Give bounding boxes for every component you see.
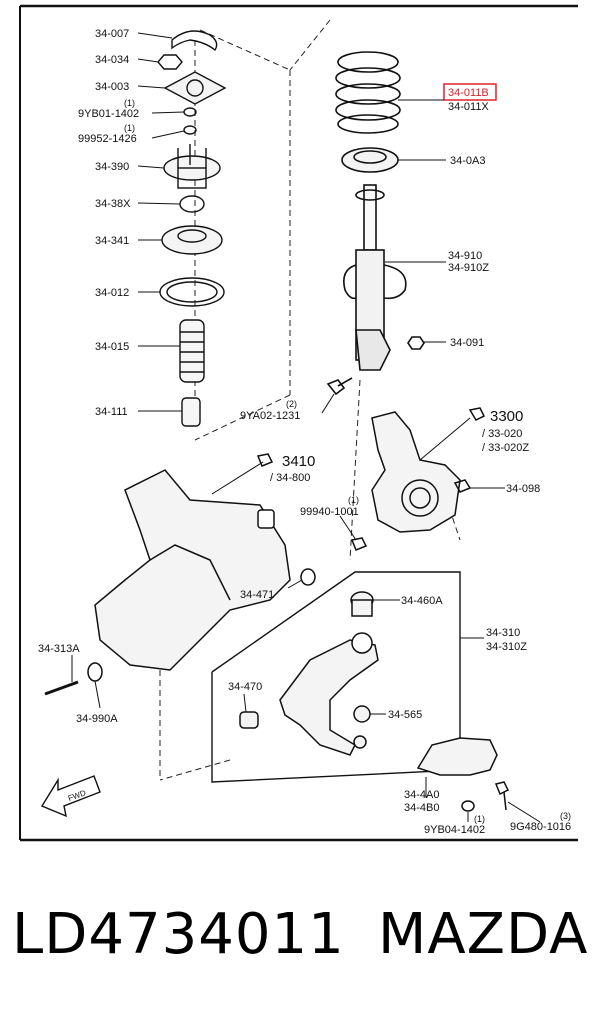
label-34-38x: 34-38X xyxy=(95,198,131,210)
label-34-003: 34-003 xyxy=(95,81,129,93)
label-34-990a: 34-990A xyxy=(76,713,118,725)
spring-coil-2 xyxy=(335,67,401,89)
mount-34-390-body xyxy=(177,167,207,189)
spring-coil-4 xyxy=(335,99,401,121)
washer-9yb04-shape xyxy=(461,800,475,812)
bolt-9ya02-shape xyxy=(326,379,346,396)
label-34-011b: 34-011B xyxy=(448,87,489,99)
label-33-020z: / 33-020Z xyxy=(482,442,529,454)
label-34-341: 34-341 xyxy=(95,235,129,247)
label-34-111: 34-111 xyxy=(95,406,128,418)
label-9ya02-1231: 9YA02-1231 xyxy=(240,410,300,422)
nut-34-091-shape xyxy=(407,336,425,350)
arrow-3300-icon xyxy=(468,407,486,421)
label-34-313a: 34-313A xyxy=(38,643,80,655)
strut-bracket xyxy=(355,329,391,371)
nut-99940-shape xyxy=(350,537,368,551)
washer-99952-shape xyxy=(183,125,197,135)
label-34-470: 34-470 xyxy=(228,681,262,693)
label-qty-1b: (1) xyxy=(124,123,135,133)
label-34-007: 34-007 xyxy=(95,28,129,40)
bolt-9g480-shape xyxy=(494,781,510,796)
label-qty-3: (3) xyxy=(560,811,571,821)
spring-strut-assembly xyxy=(326,51,425,396)
label-qty-1c: (1) xyxy=(348,495,359,505)
leaders-lower-arm xyxy=(243,599,484,715)
label-9yb01-1402: 9YB01-1402 xyxy=(78,108,139,120)
nut-34-034-shape xyxy=(157,54,183,70)
label-34-910: 34-910 xyxy=(448,250,482,262)
bushing-34-470-shape xyxy=(239,711,259,729)
strut-rod xyxy=(363,184,377,251)
label-3300: 3300 xyxy=(490,408,523,425)
knuckle-shape xyxy=(371,411,461,533)
label-34-098: 34-098 xyxy=(506,483,540,495)
highlight-34-011b xyxy=(443,83,497,101)
label-34-015: 34-015 xyxy=(95,341,129,353)
knuckle-assembly xyxy=(350,407,486,551)
label-34-012: 34-012 xyxy=(95,287,129,299)
subframe-bushing xyxy=(257,509,275,529)
label-99940-1001: 99940-1001 xyxy=(300,506,359,518)
plate-34-003-shape xyxy=(163,71,227,105)
arrow-3410-icon xyxy=(256,453,274,467)
label-34-4a0: 34-4A0 xyxy=(404,789,439,801)
label-3410: 3410 xyxy=(282,453,315,470)
label-34-011x: 34-011X xyxy=(448,101,489,113)
brand-name: MAZDA xyxy=(378,902,589,967)
label-34-4b0: 34-4B0 xyxy=(404,802,439,814)
label-34-091: 34-091 xyxy=(450,337,484,349)
bushing-34-565-shape xyxy=(353,705,371,723)
bearing-34-38x-shape xyxy=(179,195,205,213)
parts-diagram: 34-007 34-034 34-003 (1) 9YB01-1402 (1) … xyxy=(19,4,578,842)
part-number: LD4734011 xyxy=(12,902,345,967)
label-qty-1d: (1) xyxy=(474,814,485,824)
label-qty-1a: (1) xyxy=(124,98,135,108)
leaders-left xyxy=(137,32,185,412)
leaders-bracket xyxy=(425,777,541,823)
label-qty-2: (2) xyxy=(286,399,297,409)
washer-9yb01-shape xyxy=(183,107,197,117)
bumpstop-34-111-shape xyxy=(181,397,201,427)
balljoint xyxy=(353,735,367,749)
subframe-shape xyxy=(94,469,291,671)
leaders-knuckle xyxy=(339,417,505,541)
leaders-right-top xyxy=(321,99,446,414)
label-9g480-1016: 9G480-1016 xyxy=(510,821,571,833)
bushing-34-990a-shape xyxy=(87,662,103,682)
bracket-34-4a0-assembly xyxy=(416,737,510,812)
subframe-assembly xyxy=(44,453,316,696)
bracket-shape xyxy=(416,737,498,776)
label-34-471: 34-471 xyxy=(240,589,274,601)
spring-coil-3 xyxy=(335,83,401,105)
label-34-310: 34-310 xyxy=(486,627,520,639)
lower-arm-frame xyxy=(211,571,461,783)
plate-34-003-hole xyxy=(186,79,204,97)
label-34-565: 34-565 xyxy=(388,709,422,721)
bushing-34-471-shape xyxy=(300,568,316,586)
label-34-910z: 34-910Z xyxy=(448,262,489,274)
label-34-310z: 34-310Z xyxy=(486,641,527,653)
label-9yb04-1402: 9YB04-1402 xyxy=(424,824,485,836)
label-34-800: / 34-800 xyxy=(270,472,310,484)
label-33-020: / 33-020 xyxy=(482,428,522,440)
spring-coil-5 xyxy=(337,114,399,134)
spring-coil-1 xyxy=(337,51,399,73)
boot-34-015-shape xyxy=(179,319,205,383)
label-34-390: 34-390 xyxy=(95,161,129,173)
clip-34-007-shape xyxy=(171,30,218,52)
lower-arm-assembly xyxy=(239,591,379,756)
label-34-034: 34-034 xyxy=(95,54,129,66)
label-34-0a3: 34-0A3 xyxy=(450,155,485,167)
footer: LD4734011 MAZDA xyxy=(0,880,600,990)
upper-mount-stack xyxy=(157,30,227,427)
label-99952-1426: 99952-1426 xyxy=(78,133,137,145)
label-34-460a: 34-460A xyxy=(401,595,443,607)
leaders-subframe xyxy=(71,461,303,709)
strut-seat xyxy=(383,264,407,300)
bolt-34-313a-shape xyxy=(44,680,79,696)
fwd-arrow-icon: FWD xyxy=(40,775,101,818)
